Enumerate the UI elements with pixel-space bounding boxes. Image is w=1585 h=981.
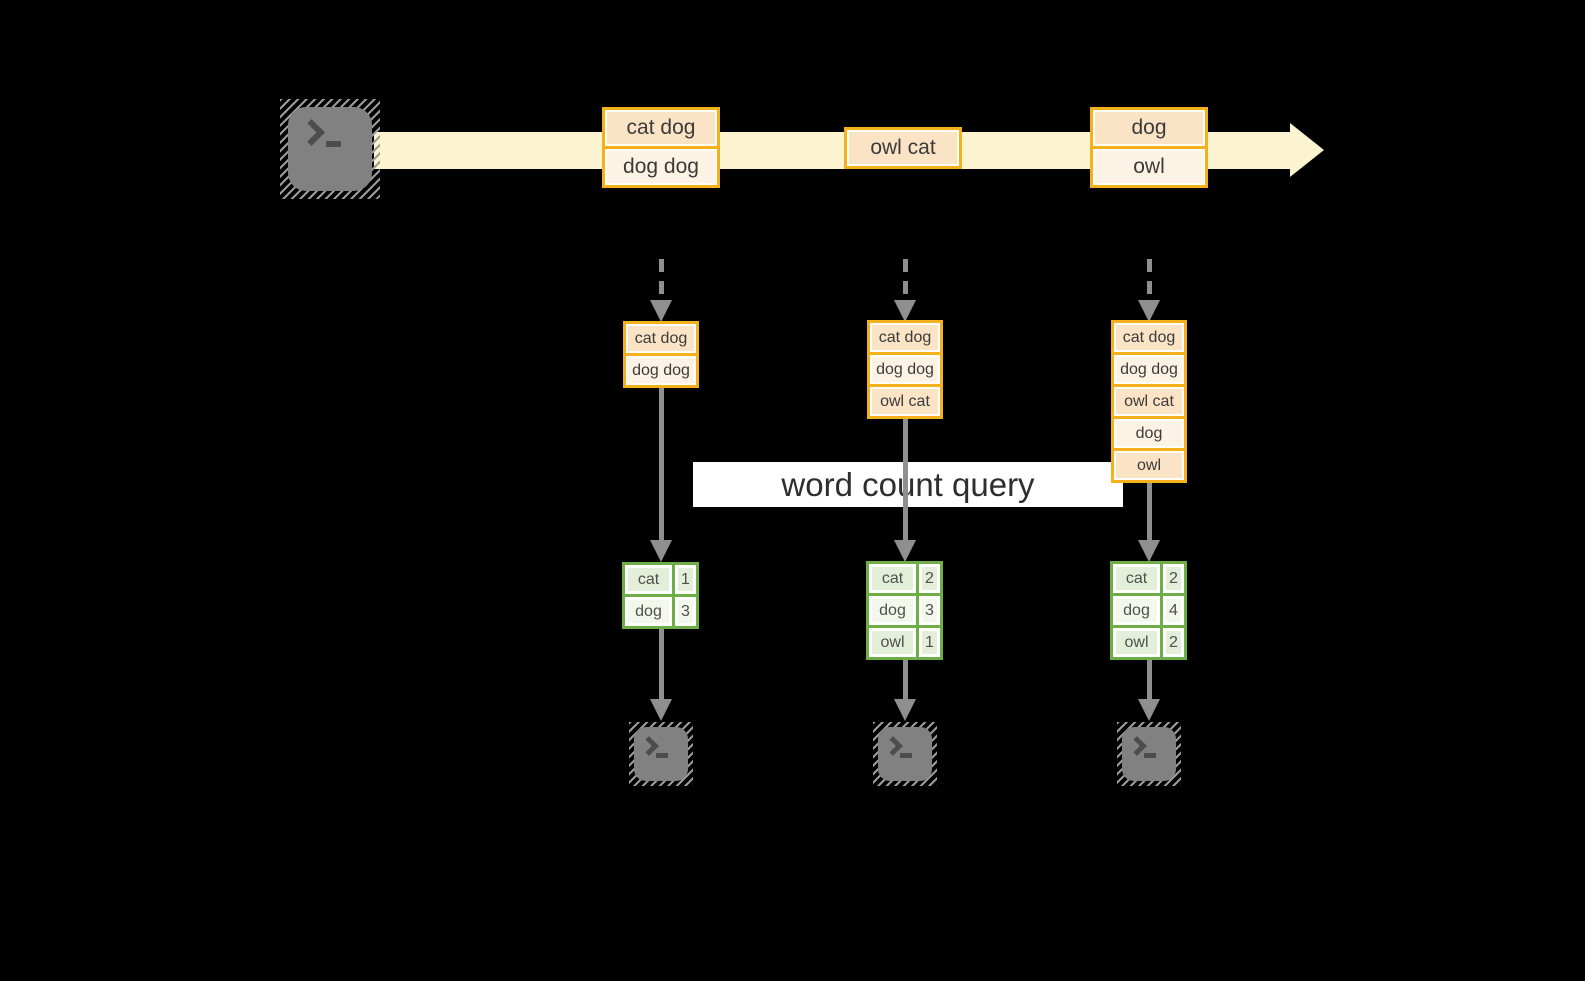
ingest-arrowhead-1 — [650, 300, 672, 322]
output-arrowhead-1 — [650, 699, 672, 721]
terminal-underscore-glyph — [656, 753, 668, 758]
batch-item-cell: cat dog — [626, 324, 696, 353]
terminal-underscore-glyph — [900, 753, 912, 758]
stream-arrowhead — [1290, 123, 1324, 177]
ingest-arrowhead-2 — [894, 300, 916, 322]
stream-batch-cell: owl — [1093, 149, 1205, 185]
process-arrow-1 — [659, 387, 664, 540]
ingest-arrow-dashed-2 — [903, 259, 908, 301]
count-cell: 2 — [1163, 628, 1184, 657]
count-cell: 2 — [1163, 564, 1184, 593]
query-label-band: word count query — [693, 462, 1123, 507]
count-cell: 1 — [919, 628, 940, 657]
stream-batch-box-1: cat dog dog dog — [602, 107, 720, 188]
batch-item-cell: dog dog — [870, 355, 940, 384]
accumulated-batch-box-2: cat dog dog dog owl cat — [867, 320, 943, 419]
ingest-arrowhead-3 — [1138, 300, 1160, 322]
batch-item-cell: cat dog — [870, 323, 940, 352]
batch-item-cell: owl — [1114, 451, 1184, 480]
accumulated-batch-box-3: cat dog dog dog owl cat dog owl — [1111, 320, 1187, 483]
output-arrow-3 — [1147, 660, 1152, 699]
word-cell: dog — [869, 596, 916, 625]
word-cell: cat — [625, 565, 672, 594]
word-cell: cat — [1113, 564, 1160, 593]
batch-item-cell: owl cat — [1114, 387, 1184, 416]
batch-item-cell: dog dog — [1114, 355, 1184, 384]
count-cell: 4 — [1163, 596, 1184, 625]
count-cell: 3 — [919, 596, 940, 625]
stream-batch-cell: owl cat — [847, 130, 959, 166]
process-arrowhead-3 — [1138, 540, 1160, 562]
word-count-table-1: cat 1 dog 3 — [622, 562, 699, 629]
terminal-sink-icon-1 — [629, 722, 693, 786]
stream-batch-cell: dog dog — [605, 149, 717, 185]
word-cell: dog — [1113, 596, 1160, 625]
terminal-underscore-glyph — [1144, 753, 1156, 758]
process-arrowhead-1 — [650, 540, 672, 562]
accumulated-batch-box-1: cat dog dog dog — [623, 321, 699, 388]
output-arrowhead-3 — [1138, 699, 1160, 721]
stream-batch-cell: dog — [1093, 110, 1205, 146]
terminal-icon-body — [288, 107, 372, 191]
stream-batch-box-2: owl cat — [844, 127, 962, 169]
word-cell: owl — [869, 628, 916, 657]
batch-item-cell: owl cat — [870, 387, 940, 416]
word-cell: cat — [869, 564, 916, 593]
terminal-sink-icon-3 — [1117, 722, 1181, 786]
word-count-table-2: cat 2 dog 3 owl 1 — [866, 561, 943, 660]
ingest-arrow-dashed-1 — [659, 259, 664, 301]
output-arrow-2 — [903, 660, 908, 699]
word-cell: dog — [625, 597, 672, 626]
stream-batch-cell: cat dog — [605, 110, 717, 146]
terminal-sink-icon-2 — [873, 722, 937, 786]
process-arrow-3 — [1147, 479, 1152, 540]
terminal-source-icon — [280, 99, 380, 199]
ingest-arrow-dashed-3 — [1147, 259, 1152, 301]
count-cell: 3 — [675, 597, 696, 626]
output-arrowhead-2 — [894, 699, 916, 721]
batch-item-cell: dog — [1114, 419, 1184, 448]
word-cell: owl — [1113, 628, 1160, 657]
count-cell: 1 — [675, 565, 696, 594]
batch-item-cell: cat dog — [1114, 323, 1184, 352]
batch-item-cell: dog dog — [626, 356, 696, 385]
terminal-underscore-glyph — [326, 141, 341, 147]
process-arrow-2 — [903, 417, 908, 540]
count-cell: 2 — [919, 564, 940, 593]
stream-batch-box-3: dog owl — [1090, 107, 1208, 188]
output-arrow-1 — [659, 629, 664, 699]
process-arrowhead-2 — [894, 540, 916, 562]
word-count-table-3: cat 2 dog 4 owl 2 — [1110, 561, 1187, 660]
